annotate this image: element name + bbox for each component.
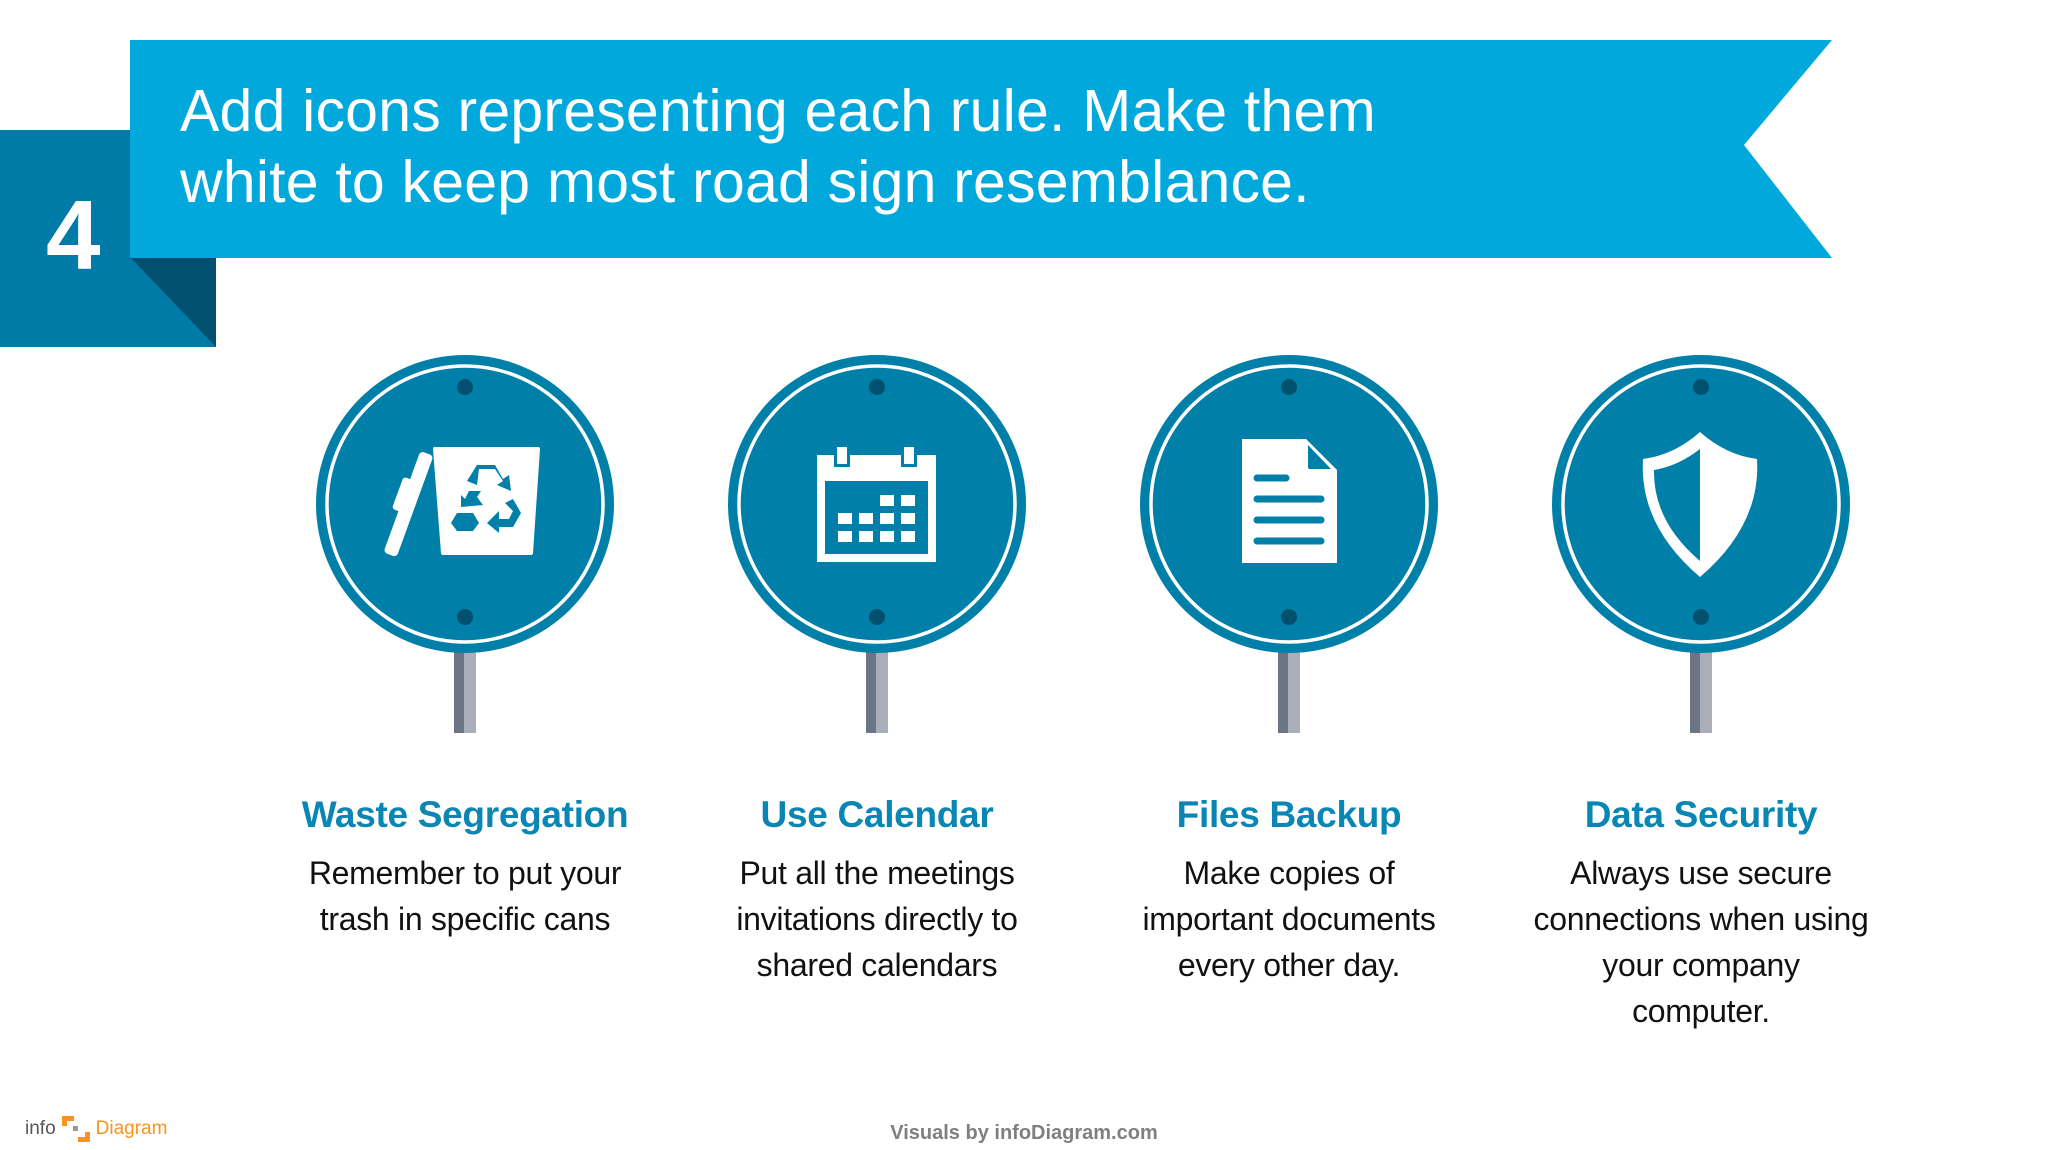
- rule-desc-line: Always use secure: [1570, 855, 1832, 891]
- rule-use-calendar: Use Calendar Put all the meetings invita…: [667, 790, 1087, 988]
- ribbon-fold-shadow: [130, 257, 216, 347]
- logo-bracket-icon: [61, 1116, 90, 1142]
- rule-description: Remember to put your trash in specific c…: [255, 850, 675, 942]
- recycle-bin-icon: [384, 447, 540, 557]
- rule-desc-line: shared calendars: [756, 947, 998, 983]
- step-number: 4: [46, 180, 101, 290]
- rule-description: Always use secure connections when using…: [1491, 850, 1911, 1034]
- rule-desc-line: Remember to put your: [308, 855, 622, 891]
- credit-text: Visuals by infoDiagram.com: [890, 1122, 1158, 1144]
- infodiagram-logo: info Diagram: [25, 1112, 167, 1146]
- rule-desc-line: Make copies of: [1183, 855, 1395, 891]
- rule-desc-line: Put all the meetings: [739, 855, 1015, 891]
- logo-text-info: info: [25, 1118, 56, 1139]
- road-sign-files: [1139, 355, 1439, 735]
- road-sign-calendar: [727, 355, 1027, 735]
- rule-desc-line: connections when using: [1533, 901, 1869, 937]
- rule-description: Put all the meetings invitations directl…: [667, 850, 1087, 988]
- rule-data-security: Data Security Always use secure connecti…: [1491, 790, 1911, 1034]
- calendar-icon: [817, 445, 936, 562]
- rule-title: Waste Segregation: [301, 794, 629, 835]
- road-sign-waste: [315, 355, 615, 735]
- shield-icon: [1642, 432, 1758, 577]
- rule-desc-line: trash in specific cans: [319, 901, 611, 937]
- rule-desc-line: important documents: [1142, 901, 1436, 937]
- rule-desc-line: computer.: [1632, 993, 1770, 1029]
- rule-desc-line: your company: [1602, 947, 1800, 983]
- title-ribbon: [130, 40, 1832, 258]
- logo-text-diagram: Diagram: [95, 1118, 168, 1139]
- title-line-1: Add icons representing each rule. Make t…: [180, 78, 1376, 144]
- rule-title: Files Backup: [1176, 794, 1402, 835]
- rule-desc-line: every other day.: [1177, 947, 1401, 983]
- rule-title: Use Calendar: [760, 794, 994, 835]
- rule-files-backup: Files Backup Make copies of important do…: [1079, 790, 1499, 988]
- rule-description: Make copies of important documents every…: [1079, 850, 1499, 988]
- page-title: Add icons representing each rule. Make t…: [180, 76, 1630, 218]
- title-line-2: white to keep most road sign resemblance…: [180, 149, 1310, 215]
- rule-title: Data Security: [1584, 794, 1818, 835]
- rule-desc-line: invitations directly to: [736, 901, 1018, 937]
- document-icon: [1242, 439, 1337, 563]
- road-sign-security: [1551, 355, 1851, 735]
- rule-waste-segregation: Waste Segregation Remember to put your t…: [255, 790, 675, 942]
